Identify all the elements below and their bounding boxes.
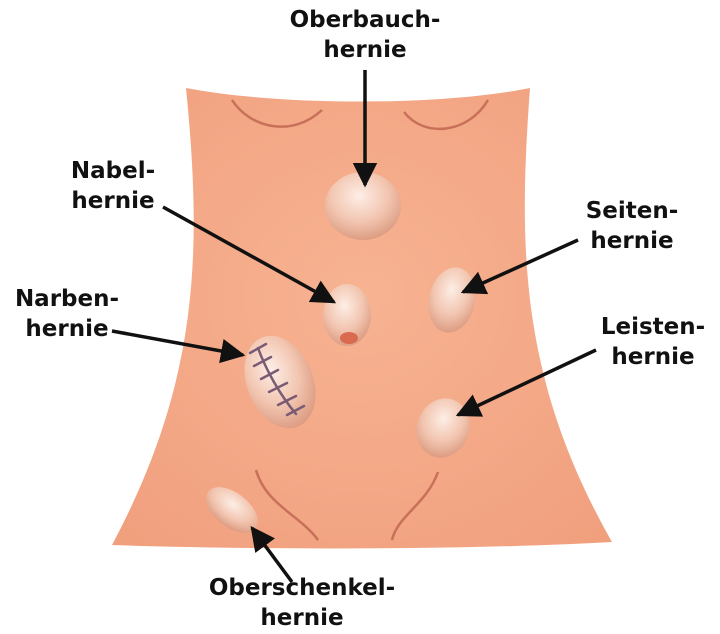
label-seitenhernie: Seiten- hernie [572, 196, 692, 256]
label-oberschenkelhernie: Oberschenkel- hernie [182, 573, 422, 633]
label-leisten-line1: Leisten- [588, 312, 718, 342]
label-nabel-line2: hernie [48, 186, 178, 216]
label-narben-line2: hernie [2, 314, 132, 344]
label-seiten-line1: Seiten- [572, 196, 692, 226]
label-leisten-line2: hernie [588, 342, 718, 372]
navel [340, 332, 358, 344]
label-seiten-line2: hernie [572, 226, 692, 256]
label-narbenhernie: Narben- hernie [2, 284, 132, 344]
label-oberschenkel-line2: hernie [182, 603, 422, 633]
label-narben-line1: Narben- [2, 284, 132, 314]
label-leistenhernie: Leisten- hernie [588, 312, 718, 372]
label-nabelhernie: Nabel- hernie [48, 156, 178, 216]
label-oberschenkel-line1: Oberschenkel- [182, 573, 422, 603]
epigastric-hernia-bulge [325, 172, 401, 240]
label-nabel-line1: Nabel- [48, 156, 178, 186]
label-oberbauch-line2: hernie [270, 35, 460, 65]
label-oberbauch-line1: Oberbauch- [270, 5, 460, 35]
label-oberbauchhernie: Oberbauch- hernie [270, 5, 460, 65]
